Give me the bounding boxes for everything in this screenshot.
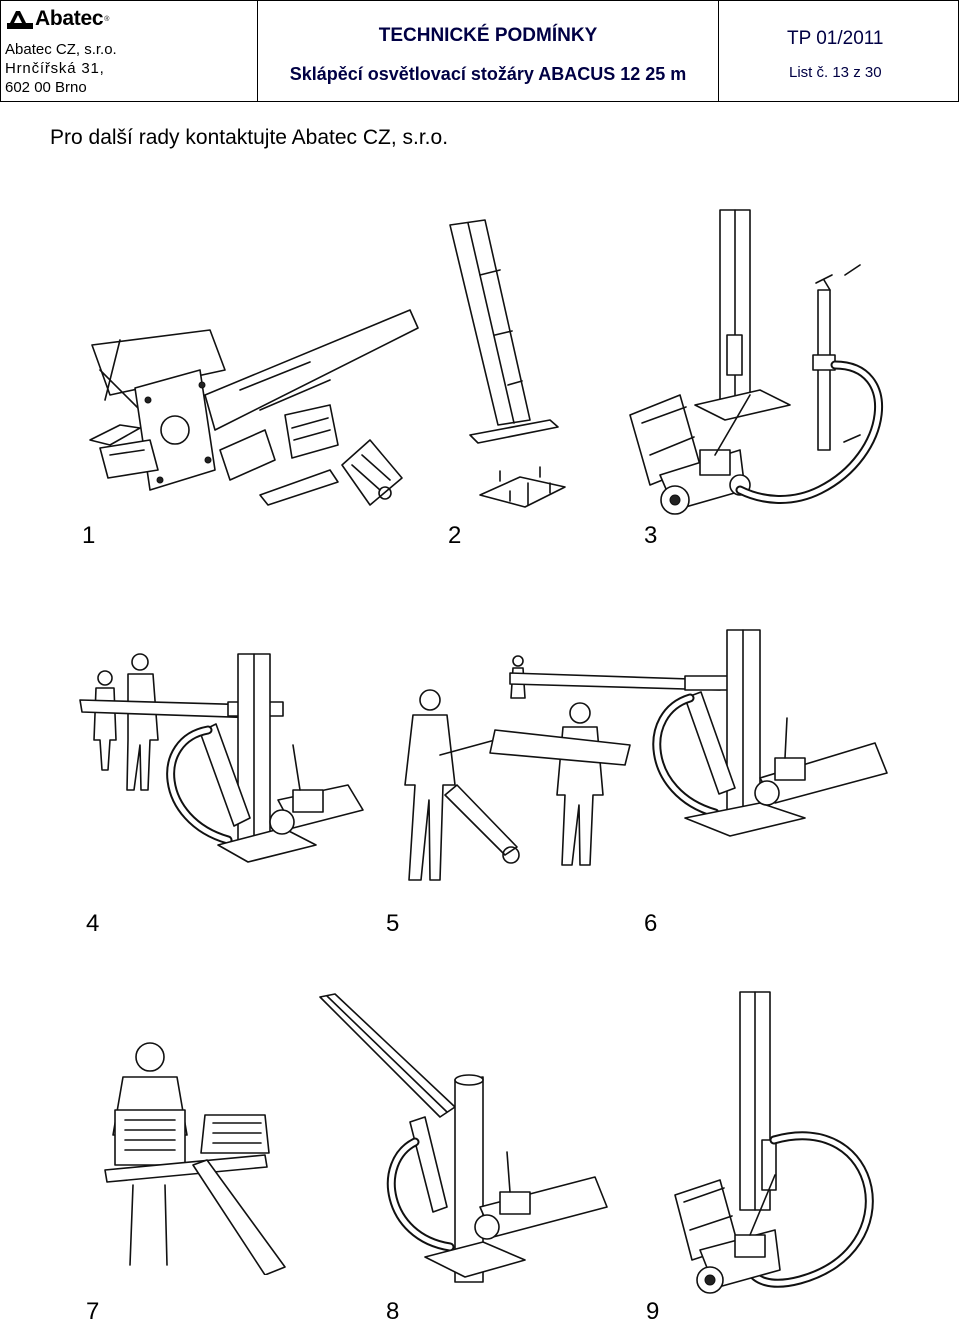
company-street: Hrnčířská 31,: [5, 60, 105, 77]
company-name: Abatec CZ, s.r.o.: [5, 41, 117, 58]
mast-trolley-drawing: [629, 209, 883, 515]
figure-2-illustration: [440, 215, 590, 515]
document-subtitle: Sklápěcí osvětlovací stožáry ABACUS 12 2…: [289, 64, 687, 84]
figure-6-illustration: [505, 628, 895, 858]
figure-9-illustration: [660, 990, 900, 1305]
figure-2-number: 2: [448, 522, 462, 549]
company-logo: Abatec®: [7, 7, 109, 31]
figure-9-number: 9: [646, 1298, 660, 1325]
figure-8-illustration: [315, 992, 615, 1292]
mast-base-drawing: [449, 219, 566, 508]
figure-4-number: 4: [86, 910, 100, 937]
company-city: 602 00 Brno: [5, 79, 87, 96]
figure-8-number: 8: [386, 1298, 400, 1325]
figure-1-illustration: [80, 300, 420, 530]
figure-3-number: 3: [644, 522, 658, 549]
figure-3-illustration: [620, 205, 890, 530]
document-header: Abatec® Abatec CZ, s.r.o. Hrnčířská 31, …: [0, 0, 959, 102]
contact-note: Pro další rady kontaktujte Abatec CZ, s.…: [50, 126, 449, 149]
figure-7-number: 7: [86, 1298, 100, 1325]
figure-5-number: 5: [386, 910, 400, 937]
hydraulic-attach-drawing: [319, 993, 608, 1283]
mast-horizontal-drawing: [509, 629, 888, 837]
document-number: TP 01/2011: [787, 28, 884, 49]
figure-5-illustration: [385, 685, 635, 890]
mast-parts-drawing: [89, 309, 419, 506]
figure-4-illustration: [78, 650, 378, 895]
logo-wordmark: Abatec: [35, 7, 104, 30]
floodlight-mounting-drawing: [104, 1042, 286, 1276]
reference-cell: TP 01/2011 List č. 13 z 30: [719, 1, 958, 101]
sheet-number: List č. 13 z 30: [789, 64, 882, 81]
figure-1-number: 1: [82, 522, 96, 549]
abatec-logo-icon: [7, 11, 33, 29]
company-cell: Abatec® Abatec CZ, s.r.o. Hrnčířská 31, …: [1, 1, 258, 101]
title-cell: TECHNICKÉ PODMÍNKY Sklápěcí osvětlovací …: [258, 1, 719, 101]
mast-erected-drawing: [674, 991, 874, 1294]
mast-raising-drawing: [79, 653, 364, 863]
workers-assembly-drawing: [404, 689, 631, 881]
figure-6-number: 6: [644, 910, 658, 937]
figure-7-illustration: [85, 1035, 295, 1276]
document-title: TECHNICKÉ PODMÍNKY: [378, 25, 598, 46]
